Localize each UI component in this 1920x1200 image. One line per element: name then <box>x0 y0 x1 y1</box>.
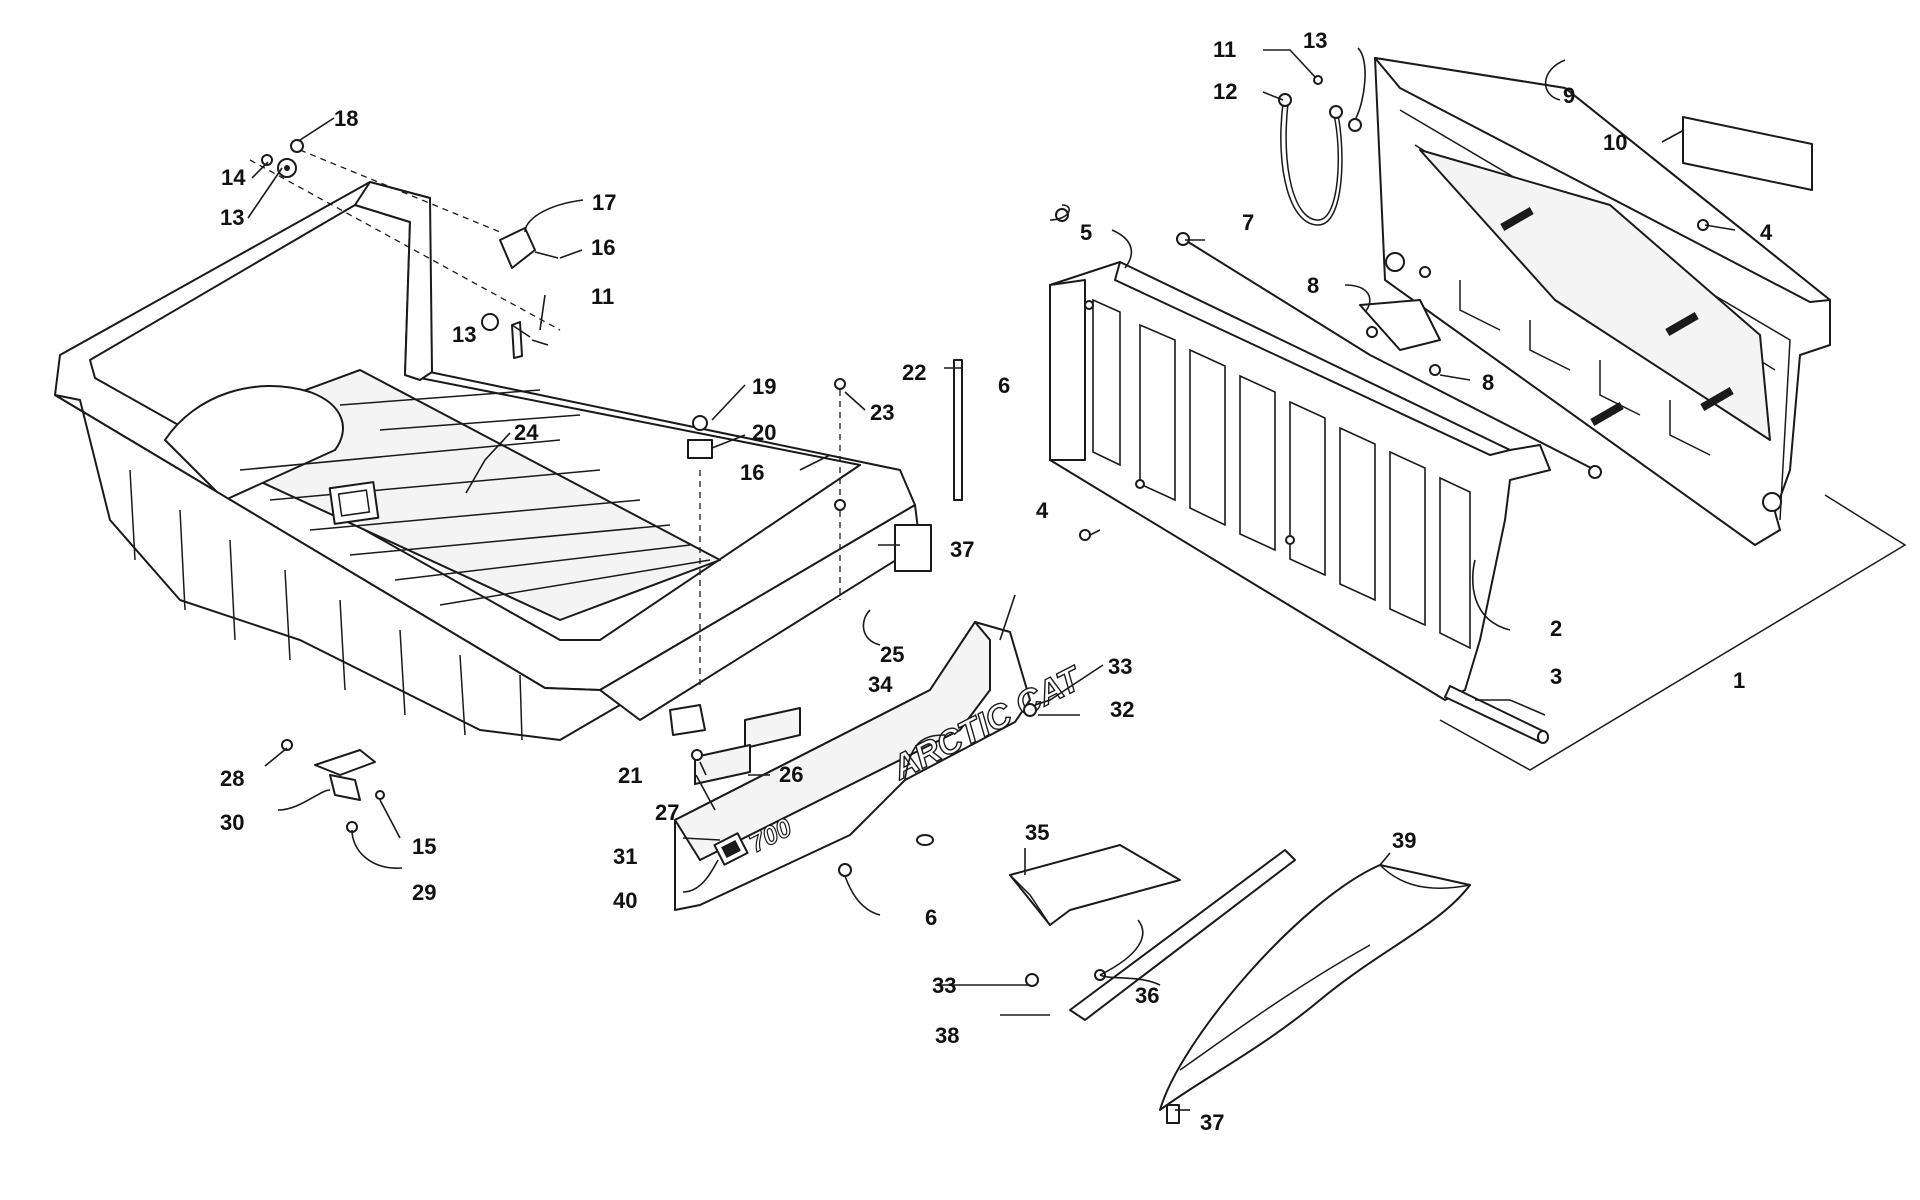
callout-34: 34 <box>868 672 893 697</box>
fender-39 <box>1159 864 1471 1124</box>
bed-plate-24 <box>328 481 380 525</box>
callout-1: 1 <box>1733 668 1745 693</box>
callout-11-b: 11 <box>591 284 614 309</box>
callout-20: 20 <box>752 420 776 445</box>
callout-9: 9 <box>1563 83 1575 108</box>
callout-13-c: 13 <box>452 322 476 347</box>
callout-6-b: 6 <box>925 905 937 930</box>
callout-8-b: 8 <box>1482 370 1494 395</box>
callout-7: 7 <box>1242 210 1254 235</box>
callout-32: 32 <box>1110 697 1134 722</box>
cargo-box <box>54 181 921 741</box>
callout-21: 21 <box>618 763 642 788</box>
callout-37: 37 <box>950 537 974 562</box>
callout-30: 30 <box>220 810 244 835</box>
callout-37-b: 37 <box>1200 1110 1224 1135</box>
clip-37-upper <box>894 524 932 572</box>
tailgate-assembly <box>1049 57 1907 771</box>
callout-19: 19 <box>752 374 776 399</box>
callout-33: 33 <box>1108 654 1132 679</box>
callout-17: 17 <box>592 190 616 215</box>
callout-6: 6 <box>998 373 1010 398</box>
callout-4-b: 4 <box>1760 220 1773 245</box>
callout-23: 23 <box>870 400 894 425</box>
callout-2: 2 <box>1550 616 1562 641</box>
callout-24: 24 <box>514 420 539 445</box>
callout-36: 36 <box>1135 983 1159 1008</box>
callout-31: 31 <box>613 844 637 869</box>
callout-10: 10 <box>1603 130 1627 155</box>
callout-labels: 1 2 3 4 4 5 6 6 7 8 8 9 10 11 11 12 13 1… <box>220 28 1773 1135</box>
bracket-35 <box>1009 844 1181 926</box>
callout-12: 12 <box>1213 79 1237 104</box>
callout-25: 25 <box>880 642 904 667</box>
callout-28: 28 <box>220 766 244 791</box>
callout-26: 26 <box>779 762 803 787</box>
hinge-bracket-30 <box>281 739 385 833</box>
callout-16-b: 16 <box>740 460 764 485</box>
callout-13: 13 <box>1303 28 1327 53</box>
washer-20 <box>687 439 713 459</box>
decal-10 <box>1682 116 1813 191</box>
callout-13-b: 13 <box>220 205 244 230</box>
callout-15: 15 <box>412 834 436 859</box>
callout-35: 35 <box>1025 820 1049 845</box>
callout-11: 11 <box>1213 37 1236 62</box>
callout-29: 29 <box>412 880 436 905</box>
callout-16: 16 <box>591 235 615 260</box>
callout-4: 4 <box>1036 498 1049 523</box>
callout-33-b: 33 <box>932 973 956 998</box>
callout-18: 18 <box>334 106 358 131</box>
callout-22: 22 <box>902 360 926 385</box>
cargo-box-hardware <box>249 139 561 359</box>
callout-38: 38 <box>935 1023 959 1048</box>
pad-blocks <box>669 704 801 785</box>
callout-40: 40 <box>613 888 637 913</box>
callout-3: 3 <box>1550 664 1562 689</box>
strip-22 <box>953 359 963 501</box>
callout-14: 14 <box>221 165 246 190</box>
leader-lines <box>247 47 1736 1111</box>
callout-39: 39 <box>1392 828 1416 853</box>
callout-8: 8 <box>1307 273 1319 298</box>
callout-5: 5 <box>1080 220 1092 245</box>
callout-27: 27 <box>655 800 679 825</box>
